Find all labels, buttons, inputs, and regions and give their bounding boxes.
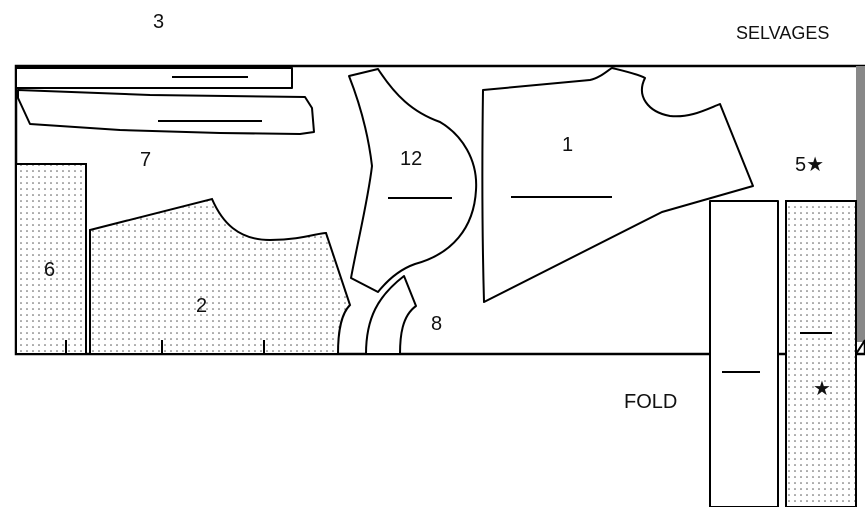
pattern-piece-5 (785, 200, 857, 507)
star-icon: ★ (813, 378, 831, 400)
pattern-piece-6 (15, 163, 87, 355)
pattern-piece-8 (365, 275, 417, 355)
pattern-piece-7 (17, 89, 315, 135)
selvage-edge-grey (856, 66, 865, 342)
pattern-piece-12 (348, 68, 478, 293)
label-piece-3: 3 (153, 11, 164, 33)
label-fold: FOLD (624, 391, 677, 413)
pattern-piece-2 (89, 197, 352, 355)
pattern-piece-1 (481, 67, 754, 303)
label-piece-5: 5★ (795, 154, 824, 176)
label-selvages: SELVAGES (736, 23, 829, 43)
fold-corner-line (855, 339, 865, 355)
label-piece-8: 8 (431, 313, 442, 335)
label-piece-1: 1 (562, 134, 573, 156)
label-piece-2: 2 (196, 295, 207, 317)
label-piece-6: 6 (44, 259, 55, 281)
pattern-piece-tall-strip (709, 200, 779, 507)
pattern-piece-3 (15, 67, 293, 89)
label-piece-7: 7 (140, 149, 151, 171)
label-piece-12: 12 (400, 148, 422, 170)
